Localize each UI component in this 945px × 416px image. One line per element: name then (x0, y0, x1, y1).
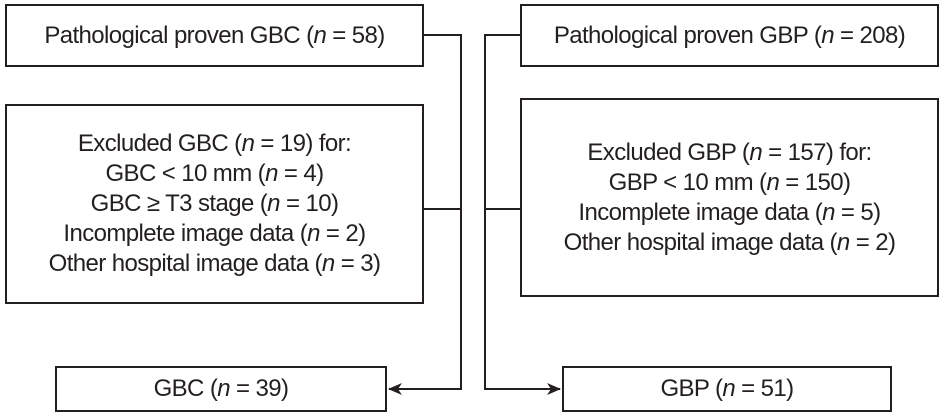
gbp-proven-box: Pathological proven GBP (n = 208) (520, 4, 939, 67)
gbp-final-label: GBP (n = 51) (660, 375, 794, 402)
gbc-excluded-box: Excluded GBC (n = 19) for: GBC < 10 mm (… (5, 104, 424, 304)
gbc-excluded-heading: Excluded GBC (n = 19) for: (77, 130, 352, 157)
gbp-excluded-reason: Incomplete image data (n = 5) (578, 198, 881, 226)
gbp-excluded-box: Excluded GBP (n = 157) for: GBP < 10 mm … (520, 98, 939, 297)
gbp-proven-label: Pathological proven GBP (n = 208) (553, 21, 906, 49)
gbp-excluded-heading: Excluded GBP (n = 157) for: (587, 138, 872, 166)
gbc-proven-box: Pathological proven GBC (n = 58) (5, 4, 424, 67)
gbc-excluded-reason: GBC ≥ T3 stage (n = 10) (90, 190, 339, 217)
gbc-proven-label: Pathological proven GBC (n = 58) (44, 21, 385, 49)
gbc-excluded-reason: Other hospital image data (n = 3) (48, 250, 381, 277)
gbp-excluded-reason: GBP < 10 mm (n = 150) (608, 168, 851, 196)
gbc-excluded-reason: GBC < 10 mm (n = 4) (105, 160, 324, 187)
gbp-excluded-reason: Other hospital image data (n = 2) (563, 228, 896, 256)
gbp-flow-line (484, 34, 561, 395)
gbc-excluded-reason: Incomplete image data (n = 2) (63, 220, 366, 247)
gbc-final-label: GBC (n = 39) (153, 375, 289, 402)
gbc-final-box: GBC (n = 39) (55, 366, 387, 412)
gbp-final-box: GBP (n = 51) (562, 366, 892, 412)
gbc-flow-line (388, 34, 462, 395)
